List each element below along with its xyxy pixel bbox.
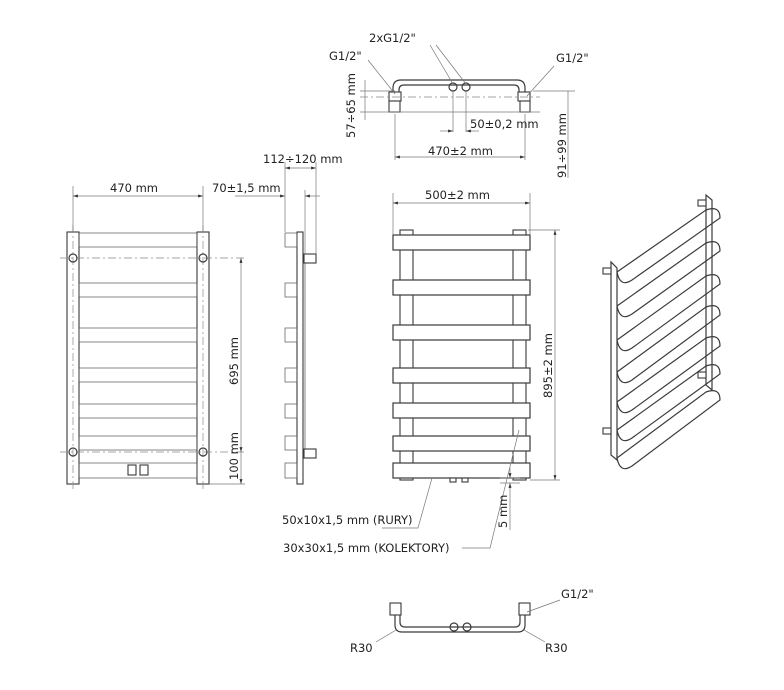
axis-height-label: 695 mm <box>227 337 241 385</box>
depth-range-label: 57÷65 mm <box>344 73 358 138</box>
top-center-thread-label: 2xG1/2" <box>369 31 416 45</box>
top-right-thread-label: G1/2" <box>556 51 589 65</box>
wall-distance-label: 70±1,5 mm <box>212 181 281 195</box>
right-connector-icon <box>517 91 531 102</box>
total-depth-label: 112÷120 mm <box>263 152 343 166</box>
gap-label: 5 mm <box>496 495 510 528</box>
back-height-label: 895±2 mm <box>541 333 555 398</box>
front-width-label: 470 mm <box>110 181 158 195</box>
bottom-offset-label: 100 mm <box>227 432 241 480</box>
bottom-view: G1/2" R30 R30 <box>350 587 594 655</box>
top-left-thread-label: G1/2" <box>329 49 362 63</box>
connector-spacing-label: 50±0,2 mm <box>470 117 539 131</box>
bottom-thread-label: G1/2" <box>561 587 594 601</box>
top-width-label: 470±2 mm <box>428 144 493 158</box>
radius-left-label: R30 <box>350 641 373 655</box>
side-view: 112÷120 mm 70±1,5 mm <box>212 152 343 485</box>
tubes-spec-label: 50x10x1,5 mm (RURY) <box>282 513 413 527</box>
back-width-label: 500±2 mm <box>425 188 490 202</box>
collectors-spec-label: 30x30x1,5 mm (KOLEKTORY) <box>283 541 450 555</box>
radius-right-label: R30 <box>545 641 568 655</box>
center-connector-icon <box>448 82 458 92</box>
perspective-view <box>602 193 721 470</box>
side-collector <box>296 231 304 485</box>
height-range-label: 91÷99 mm <box>555 113 569 178</box>
top-view: G1/2" 2xG1/2" G1/2" 57÷65 mm 50±0,2 mm 4… <box>329 31 589 178</box>
left-connector-icon <box>388 91 402 102</box>
back-view: 500±2 mm 895±2 mm 5 mm 50x10x1,5 mm (RUR… <box>282 188 560 555</box>
valve-connector-icon <box>127 464 137 476</box>
wall-bracket-icon <box>303 253 317 264</box>
front-view: 470 mm 695 mm 100 mm <box>60 181 245 490</box>
mounting-hub-icon <box>68 253 208 457</box>
